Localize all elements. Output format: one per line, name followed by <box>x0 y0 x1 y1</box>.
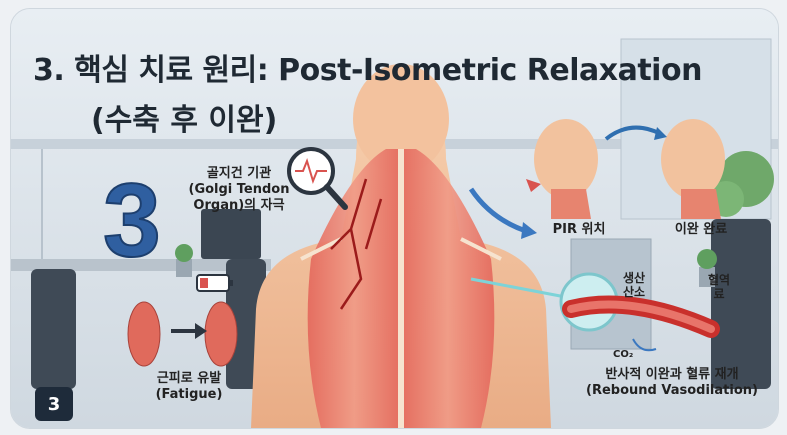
muscle-fatigue-figure <box>127 301 238 367</box>
monitor <box>201 209 261 259</box>
relax-complete-label: 이완 완료 <box>674 222 728 237</box>
arrow-right-icon <box>195 323 207 339</box>
step-number: 3 <box>102 163 162 279</box>
page-number-badge: 3 <box>35 387 73 421</box>
golgi-label: 골지건 기관 (Golgi Tendon Organ)의 자극 <box>188 166 290 213</box>
oxygen-label: 생산 산소 <box>623 271 646 299</box>
rebound-label: 반사적 이완과 혈류 재개 (Rebound Vasodilation) <box>586 367 758 398</box>
back-anatomy <box>251 64 551 428</box>
title-line-2: (수축 후 이완) <box>91 103 278 138</box>
co2-label: CO₂ <box>613 349 634 360</box>
blood-vessel-icon <box>470 272 720 352</box>
blood-flow-label: 혈역 료 <box>708 273 731 301</box>
plant-icon <box>175 244 193 277</box>
title-line-1: 3. 핵심 치료 원리: Post-Isometric Relaxation <box>33 53 702 88</box>
pir-head <box>526 119 598 219</box>
battery-low-icon <box>196 274 233 292</box>
relaxed-head <box>661 119 725 219</box>
magnifier-icon <box>287 147 348 210</box>
slide-card: 3. 핵심 치료 원리: Post-Isometric Relaxation (… <box>10 8 779 429</box>
pir-position-label: PIR 위치 <box>552 222 606 237</box>
fatigue-label: 근피로 유발 (Fatigue) <box>155 371 223 402</box>
illustration <box>11 9 778 428</box>
